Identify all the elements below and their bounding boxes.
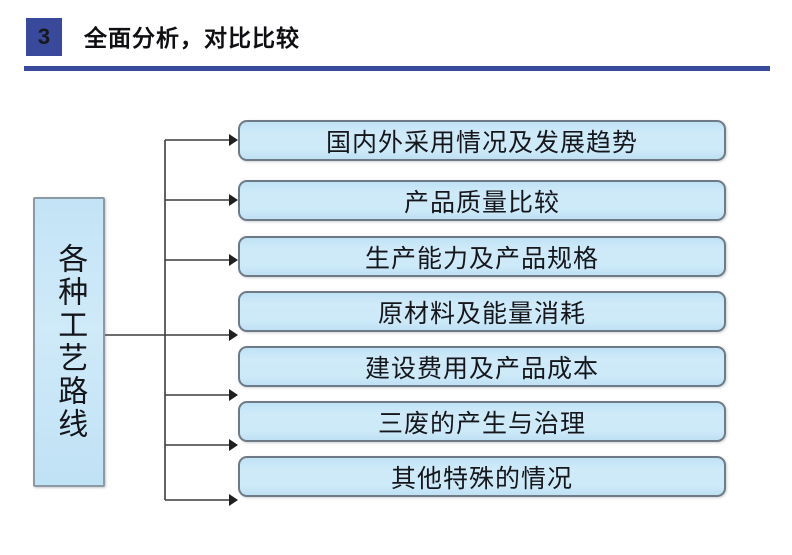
slide-header: 3 全面分析，对比比较 <box>0 0 792 78</box>
leaf-node-4[interactable]: 原材料及能量消耗 <box>238 291 726 332</box>
leaf-node-6[interactable]: 三废的产生与治理 <box>238 401 726 442</box>
arrowhead-icon-1 <box>229 134 238 146</box>
leaf-node-label: 三废的产生与治理 <box>377 410 586 438</box>
leaf-node-5[interactable]: 建设费用及产品成本 <box>238 346 726 387</box>
arrowhead-icon-3 <box>229 254 238 266</box>
leaf-node-3[interactable]: 生产能力及产品规格 <box>238 236 726 277</box>
leaf-node-label: 生产能力及产品规格 <box>364 245 599 273</box>
connector-lines <box>105 134 238 506</box>
leaf-node-label: 产品质量比较 <box>403 189 560 217</box>
header-divider <box>24 66 770 71</box>
leaf-node-2[interactable]: 产品质量比较 <box>238 180 726 221</box>
section-number-badge: 3 <box>26 18 62 56</box>
root-node-label: 各种工艺路线 <box>53 243 87 441</box>
arrowhead-icon-2 <box>229 194 238 206</box>
leaf-node-label: 原材料及能量消耗 <box>377 300 586 328</box>
leaf-node-7[interactable]: 其他特殊的情况 <box>238 456 726 497</box>
arrowhead-icon-4 <box>229 329 238 341</box>
process-comparison-diagram: 各种工艺路线 国内外采用情况及发展趋势 产品质量比较 生产能力及产品规格 原材料… <box>0 78 792 555</box>
page-title: 全面分析，对比比较 <box>84 25 300 51</box>
arrowhead-icon-5 <box>229 389 238 401</box>
leaf-node-1[interactable]: 国内外采用情况及发展趋势 <box>238 120 726 161</box>
arrowhead-icon-7 <box>229 494 238 506</box>
arrowhead-icon-6 <box>229 439 238 451</box>
leaf-node-label: 其他特殊的情况 <box>390 465 573 493</box>
leaf-node-label: 建设费用及产品成本 <box>364 355 599 383</box>
leaf-node-label: 国内外采用情况及发展趋势 <box>325 129 638 157</box>
root-node[interactable]: 各种工艺路线 <box>33 197 105 487</box>
